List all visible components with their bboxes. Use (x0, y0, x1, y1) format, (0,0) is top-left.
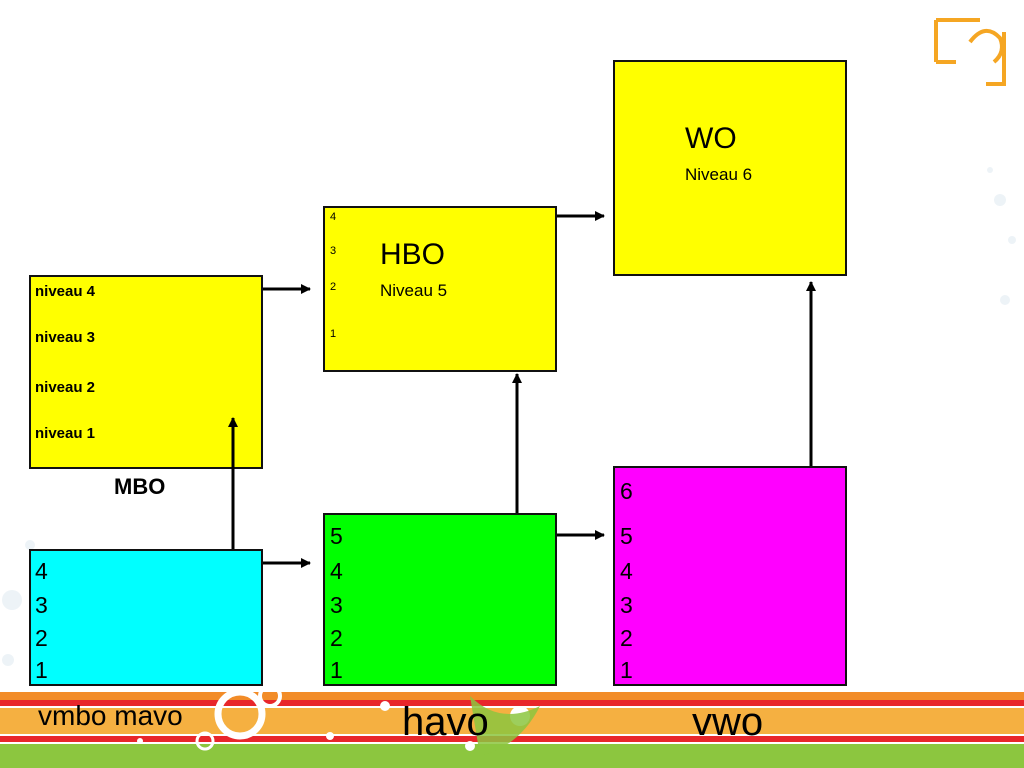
vmbo-year-4: 4 (35, 558, 48, 584)
vwo-year-6: 6 (620, 478, 633, 504)
wo-subtitle: Niveau 6 (685, 165, 753, 184)
mbo-level-1: niveau 1 (35, 425, 96, 442)
havo-year-5: 5 (330, 523, 343, 549)
hbo-year-2: 2 (330, 281, 337, 293)
vmbo-year-3: 3 (35, 592, 48, 618)
vmbo-year-2: 2 (35, 625, 48, 651)
vwo-label: vwo (692, 700, 764, 744)
vwo-year-3: 3 (620, 592, 633, 618)
footer-band (0, 686, 1024, 768)
mbo-level-4: niveau 4 (35, 283, 96, 300)
hbo-year-4: 4 (330, 211, 337, 223)
havo-year-2: 2 (330, 625, 343, 651)
vwo-year-2: 2 (620, 625, 633, 651)
vmbo-box: 4 3 2 1 (29, 549, 263, 686)
vwo-year-1: 1 (620, 657, 633, 683)
corner-logo-icon (934, 18, 1006, 86)
mbo-caption: MBO (114, 474, 166, 499)
mbo-level-3: niveau 3 (35, 329, 96, 346)
havo-year-1: 1 (330, 657, 343, 683)
vmbo-label: vmbo mavo (38, 700, 183, 731)
wo-title: WO (685, 122, 737, 155)
hbo-title: HBO (380, 238, 446, 271)
vwo-year-4: 4 (620, 558, 633, 584)
havo-year-3: 3 (330, 592, 343, 618)
vwo-box: 6 5 4 3 2 1 (613, 466, 847, 686)
hbo-subtitle: Niveau 5 (380, 281, 448, 300)
hbo-year-1: 1 (330, 328, 337, 340)
footer-bubbles (137, 686, 540, 756)
mbo-box: niveau 4 niveau 3 niveau 2 niveau 1 (29, 275, 263, 469)
mbo-level-2: niveau 2 (35, 379, 96, 396)
havo-label: havo (402, 700, 489, 744)
hbo-box: 4 3 2 1 HBO Niveau 5 (323, 206, 557, 372)
vwo-year-5: 5 (620, 523, 633, 549)
hbo-year-3: 3 (330, 245, 337, 257)
havo-year-4: 4 (330, 558, 343, 584)
wo-box: WO Niveau 6 (613, 60, 847, 276)
havo-box: 5 4 3 2 1 (323, 513, 557, 686)
vmbo-year-1: 1 (35, 657, 48, 683)
